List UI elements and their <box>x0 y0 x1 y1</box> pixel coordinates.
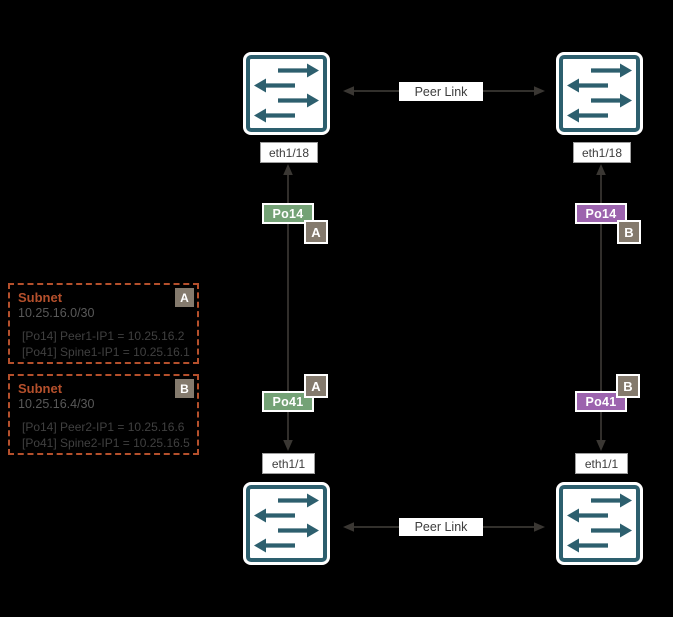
switch-spine2 <box>559 485 640 562</box>
switch-arrows-icon <box>254 493 319 553</box>
subnet-entry: [Po41] Spine1-IP1 = 10.25.16.1 <box>22 345 190 359</box>
subnet-cidr: 10.25.16.4/30 <box>18 397 95 411</box>
subnet-badge-a-po41: A <box>304 374 328 398</box>
switch-peer1 <box>246 55 327 132</box>
port-channel-po14-left: Po14 <box>262 203 314 224</box>
port-channel-po41-left: Po41 <box>262 391 314 412</box>
subnet-entry: [Po14] Peer1-IP1 = 10.25.16.2 <box>22 329 185 343</box>
switch-peer2 <box>559 55 640 132</box>
subnet-title: Subnet <box>18 290 63 305</box>
peer-link-label-top: Peer Link <box>399 82 483 101</box>
port-label-peer1-eth1-18: eth1/18 <box>260 142 318 163</box>
subnet-badge-a-po14: A <box>304 220 328 244</box>
peer-link-label-bottom: Peer Link <box>399 518 483 536</box>
subnet-box-b: Subnet B 10.25.16.4/30 [Po14] Peer2-IP1 … <box>8 374 199 455</box>
subnet-entry: [Po14] Peer2-IP1 = 10.25.16.6 <box>22 420 185 434</box>
port-label-spine2-eth1-1: eth1/1 <box>575 453 628 474</box>
subnet-title: Subnet <box>18 381 63 396</box>
subnet-cidr: 10.25.16.0/30 <box>18 306 95 320</box>
subnet-entry: [Po41] Spine2-IP1 = 10.25.16.5 <box>22 436 190 450</box>
subnet-badge-b-po41: B <box>616 374 640 398</box>
switch-arrows-icon <box>567 493 632 553</box>
switch-arrows-icon <box>567 63 632 123</box>
subnet-box-a: Subnet A 10.25.16.0/30 [Po14] Peer1-IP1 … <box>8 283 199 364</box>
port-channel-po41-right: Po41 <box>575 391 627 412</box>
port-label-spine1-eth1-1: eth1/1 <box>262 453 315 474</box>
subnet-corner-badge-b: B <box>175 379 194 398</box>
port-channel-po14-right: Po14 <box>575 203 627 224</box>
subnet-corner-badge-a: A <box>175 288 194 307</box>
port-label-peer2-eth1-18: eth1/18 <box>573 142 631 163</box>
switch-arrows-icon <box>254 63 319 123</box>
switch-spine1 <box>246 485 327 562</box>
subnet-badge-b-po14: B <box>617 220 641 244</box>
